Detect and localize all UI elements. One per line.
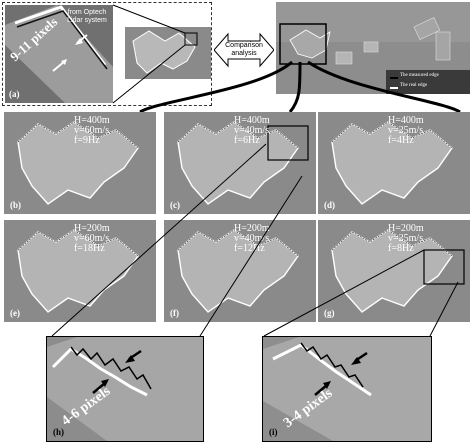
panel-a-edge-graphic — [5, 5, 113, 103]
altitude-value: H=200m — [388, 223, 424, 234]
altitude-value: H=400m — [388, 115, 424, 126]
frequency-value: f=8Hz — [388, 243, 414, 254]
comparison-line-1: Comparison — [225, 42, 263, 49]
frequency-value: f=4Hz — [388, 135, 414, 146]
overview-scene — [276, 2, 470, 94]
altitude-value: H=400m — [74, 115, 110, 126]
panel-label: (f) — [170, 308, 179, 318]
panel-label: (b) — [10, 200, 21, 210]
panel-a-image: from Optech Lidar system 9-11 pixels (a) — [5, 5, 113, 103]
legend-real: The real edge — [400, 83, 428, 88]
panel-label: (c) — [170, 200, 180, 210]
source-line-1: from Optech — [67, 9, 107, 16]
zoom-panel-i: 3-4 pixels (i) — [262, 336, 432, 442]
source-line-2: Lidar system — [67, 17, 107, 24]
zoom-i-label: (i) — [269, 427, 278, 437]
panel-label: (g) — [324, 308, 335, 318]
zoom-panel-h: 4-6 pixels (h) — [46, 336, 204, 442]
panel-a-source: from Optech Lidar system — [63, 9, 111, 25]
panel-a-frame: from Optech Lidar system 9-11 pixels (a) — [2, 2, 212, 106]
thumbnail-building — [132, 30, 198, 74]
velocity-value: v=25m/s — [388, 125, 424, 136]
altitude-value: H=400m — [234, 115, 270, 126]
zoom-h-edge-graphic — [47, 337, 203, 441]
building-graphic — [318, 112, 470, 214]
panel-label: (e) — [10, 308, 20, 318]
panel-a-zoom-lines — [112, 4, 186, 104]
panel-a-label: (a) — [9, 89, 20, 99]
velocity-value: v=25m/s — [388, 233, 424, 244]
frequency-value: f=6Hz — [234, 135, 260, 146]
comparison-line-2: analysis — [231, 50, 257, 57]
overview-image: The measured edge The real edge — [276, 2, 470, 94]
frequency-value: f=12Hz — [234, 243, 265, 254]
zoom-h-label: (h) — [53, 427, 64, 437]
frequency-value: f=9Hz — [74, 135, 100, 146]
zoom-i-edge-graphic — [263, 337, 431, 441]
velocity-value: v=40m/s — [234, 125, 270, 136]
comparison-text: Comparison analysis — [224, 42, 264, 58]
panel-a-thumbnail — [125, 27, 211, 79]
overview-connectors — [139, 60, 461, 114]
panel-label: (d) — [324, 200, 335, 210]
velocity-value: v=60m/s — [74, 125, 110, 136]
legend-measured: The measured edge — [400, 73, 439, 78]
frequency-value: f=18Hz — [74, 243, 105, 254]
